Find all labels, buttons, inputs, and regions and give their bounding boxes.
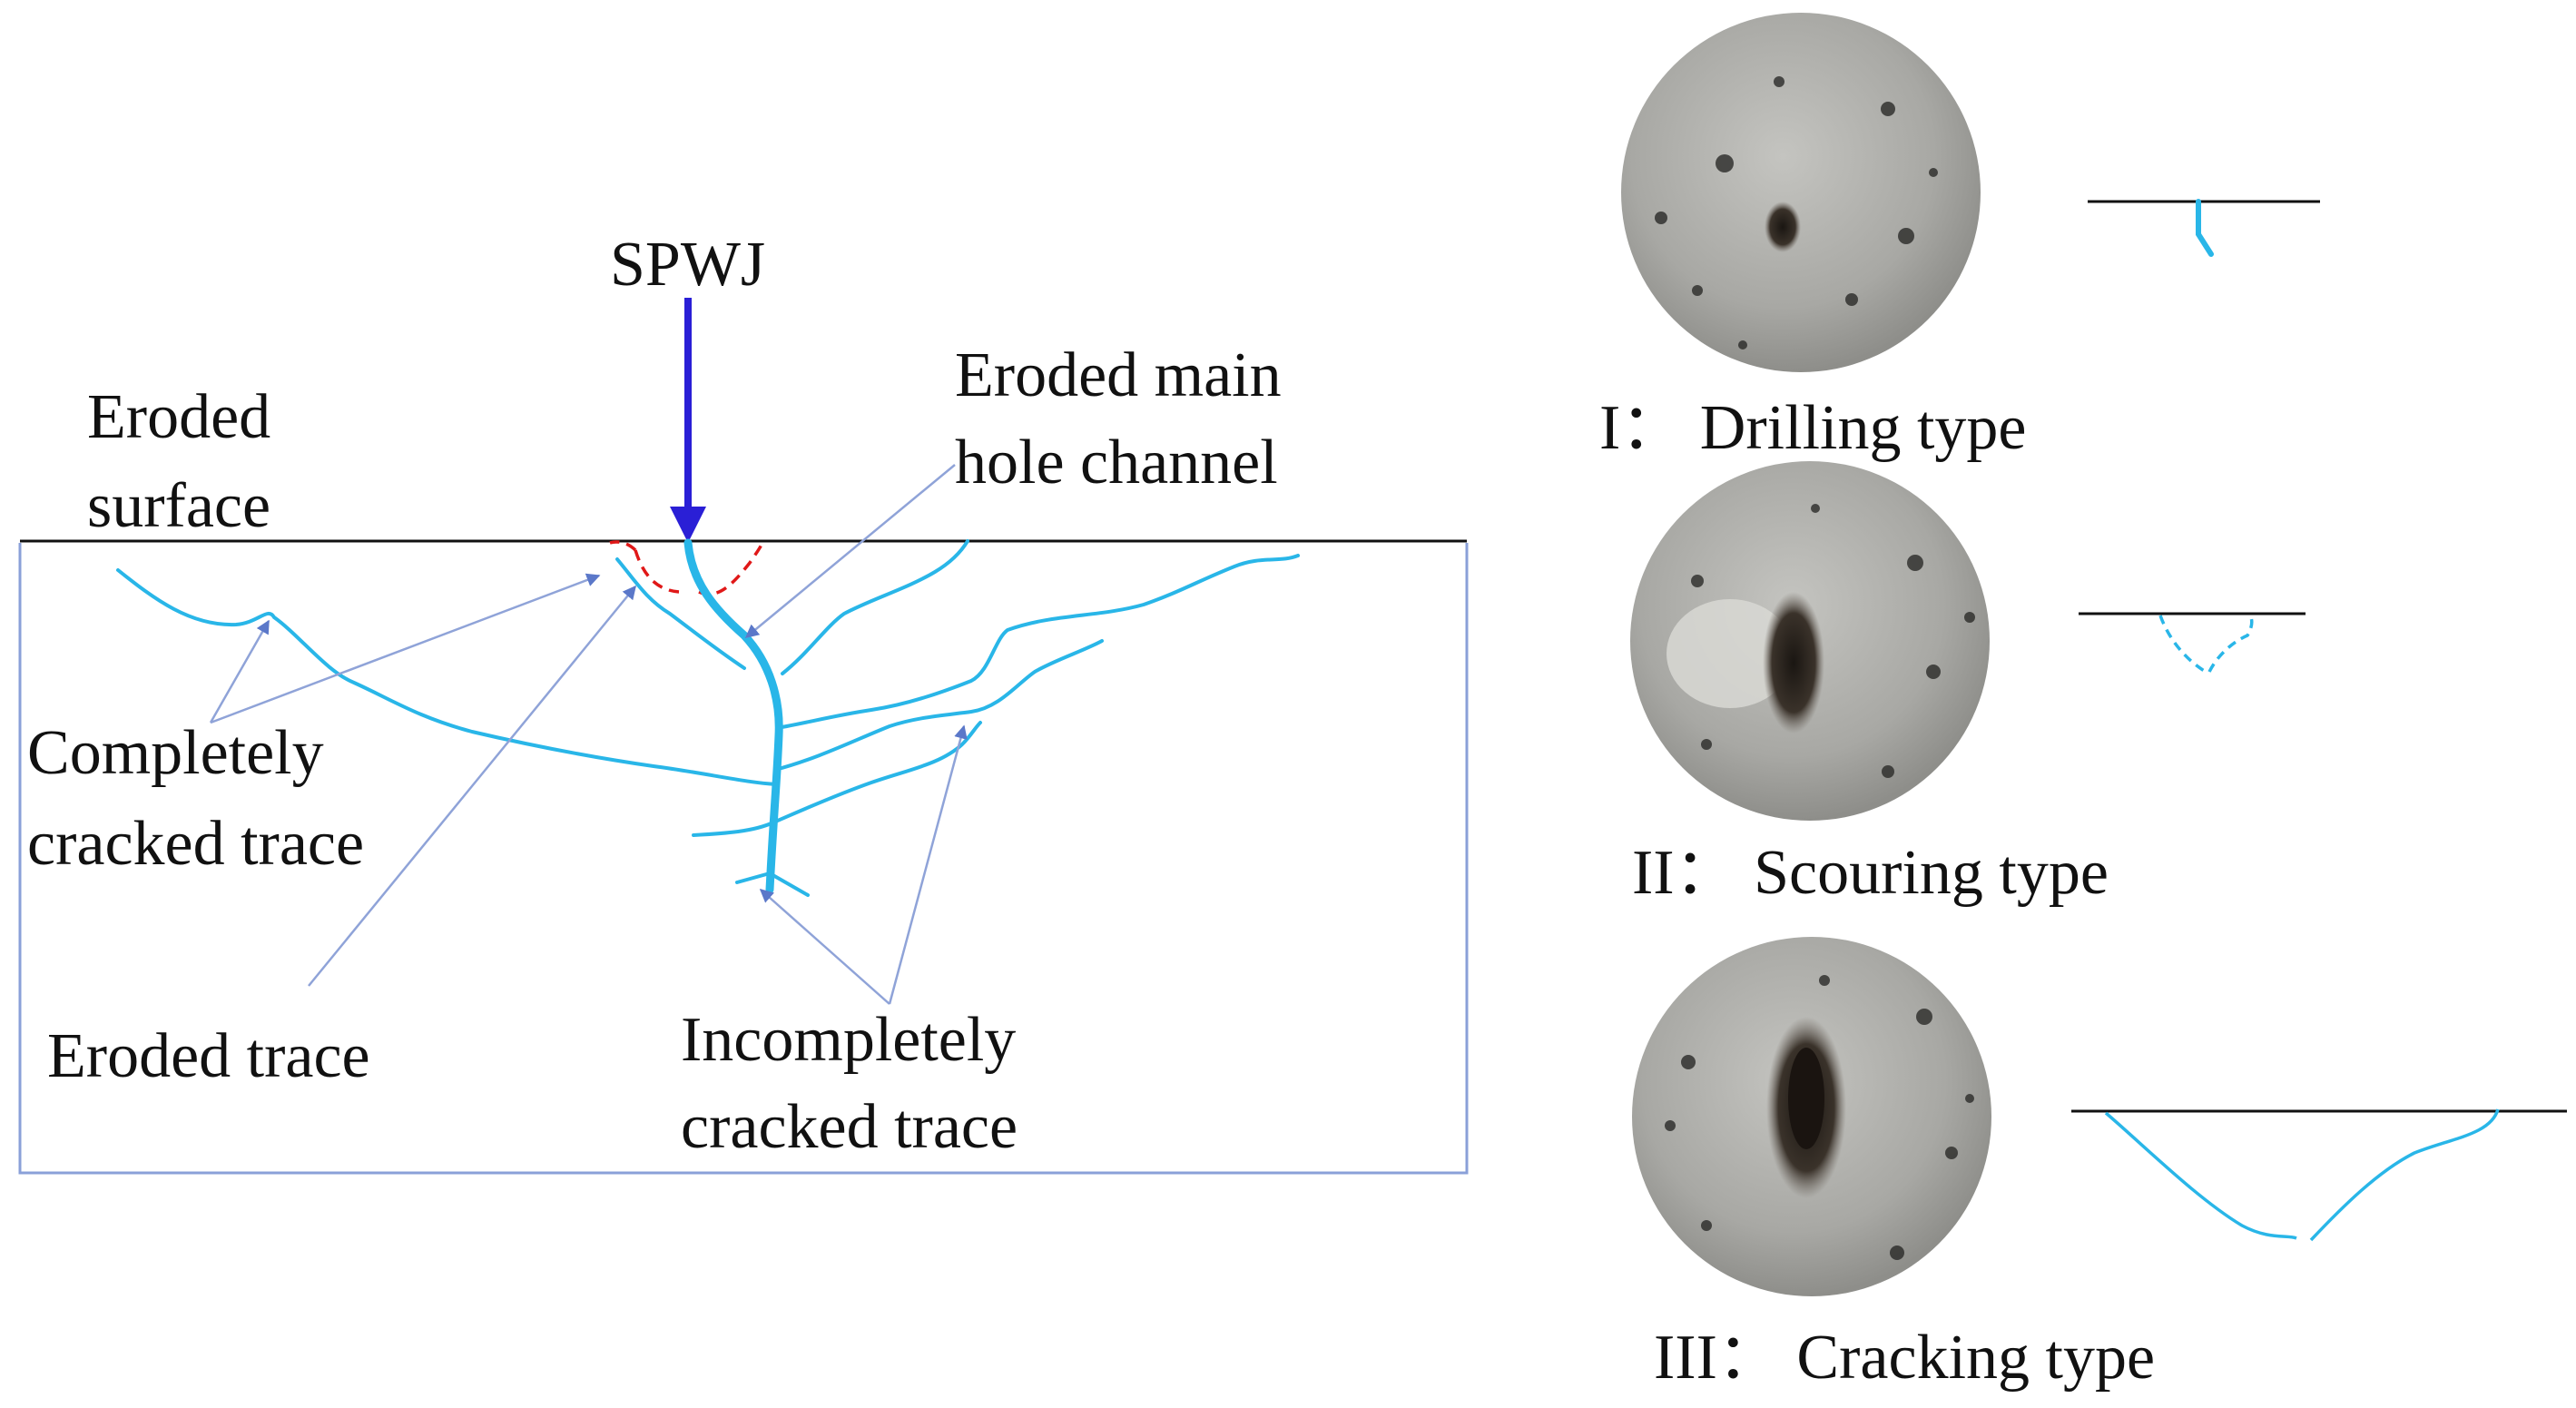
scouring-sample-photo — [1630, 461, 1990, 821]
leader-completely-2 — [210, 573, 601, 724]
drilling-type-label: I： Drilling type — [1599, 393, 2026, 463]
drilling-profile-sketch — [2088, 199, 2320, 257]
main-hole-channel-label-line2: hole channel — [955, 428, 1278, 497]
eroded-trace-label: Eroded trace — [47, 1021, 370, 1091]
cracking-type-label: III： Cracking type — [1654, 1323, 2155, 1393]
leader-main-channel — [744, 464, 956, 638]
eroded-surface-label-line2: surface — [87, 471, 270, 541]
completely-cracked-label-line2: cracked trace — [27, 809, 364, 879]
long-right-crack — [775, 554, 1300, 730]
crack-traces — [116, 538, 1300, 897]
lower-incomplete-crack — [692, 721, 982, 837]
cracking-sample-photo — [1632, 937, 1991, 1296]
completely-cracked-label-line1: Completely — [27, 718, 324, 788]
leader-completely-1 — [209, 619, 270, 724]
scouring-profile-sketch — [2079, 612, 2306, 674]
eroded-trace-line — [615, 557, 746, 670]
specimen-frame — [18, 543, 1469, 1175]
main-hole-channel-label-line1: Eroded main — [955, 340, 1282, 410]
main-diagram: SPWJ Eroded surface Eroded main hole cha… — [18, 230, 1469, 1175]
drilling-sample-photo — [1621, 13, 1981, 372]
scouring-type-label: II： Scouring type — [1632, 838, 2109, 908]
spwj-label: SPWJ — [610, 230, 765, 300]
middle-right-crack — [773, 639, 1104, 772]
incompletely-cracked-label-line1: Incompletely — [681, 1005, 1016, 1075]
leader-eroded-trace — [308, 585, 636, 987]
eroded-zone-dashed-outline — [609, 539, 763, 596]
type-scouring: II： Scouring type — [1630, 461, 2306, 908]
cracking-profile-sketch — [2071, 1108, 2567, 1242]
channel-fork — [735, 871, 810, 897]
completely-cracked-trace-line — [116, 568, 779, 786]
eroded-surface-label-line1: Eroded — [87, 382, 270, 452]
leader-incomplete-1 — [759, 889, 890, 1005]
leader-incomplete-2 — [888, 724, 968, 1005]
incompletely-cracked-label-line2: cracked trace — [681, 1092, 1018, 1162]
leader-lines — [209, 464, 968, 1005]
upper-right-crack — [781, 539, 969, 675]
main-hole-channel — [683, 538, 783, 894]
type-drilling: I： Drilling type — [1599, 13, 2320, 463]
type-cracking: III： Cracking type — [1632, 937, 2567, 1393]
